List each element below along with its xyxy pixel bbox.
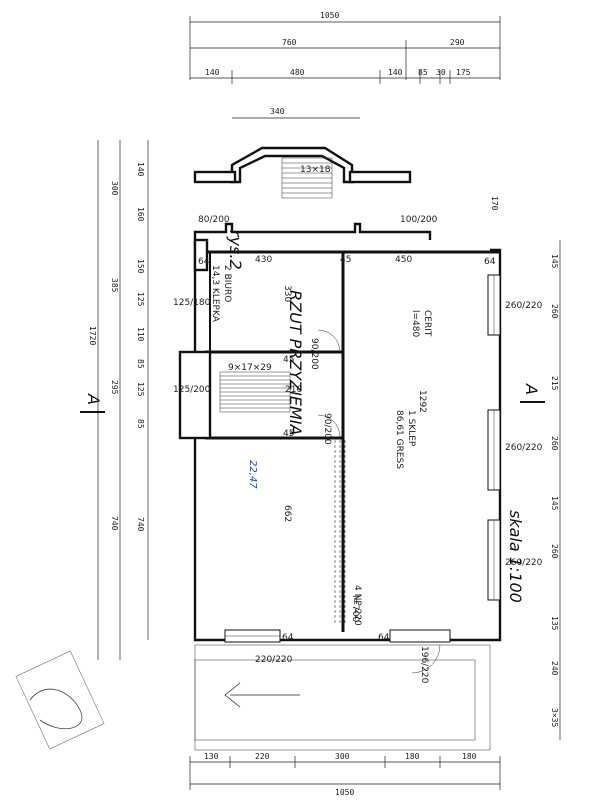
dim-r-3x35: 3×35: [550, 708, 559, 727]
dim-r-260a: 260: [550, 304, 559, 319]
dim-top-480: 480: [290, 68, 305, 77]
dim-li-140: 140: [136, 162, 145, 177]
dim-330: 330: [282, 285, 292, 302]
room-labels: 430 450 2 BIURO 14,3 KLEPKA 1 SKLEP 86,6…: [210, 255, 432, 522]
dim-210: 210: [285, 385, 302, 395]
bottom-dimensions: 130 220 300 180 180 1050: [189, 752, 501, 797]
dim-b-180b: 180: [462, 752, 477, 761]
section-mark-right: A: [522, 383, 541, 395]
dim-top-140a: 140: [205, 68, 220, 77]
dim-top-290: 290: [450, 38, 465, 47]
stair-label: 9×17×29: [228, 363, 272, 373]
window-tag-3: 260/220: [505, 558, 543, 568]
dim-left-1720: 1720: [88, 326, 97, 345]
dim-r-145a: 145: [550, 254, 559, 269]
stairs: 9×17×29 13×18: [219, 157, 333, 413]
room2-label: 2 BIURO: [222, 265, 232, 302]
title-scale: skala 1:100: [506, 510, 525, 603]
wall-64-d: 64: [378, 633, 390, 643]
door-tag-4np: 4 NP 220: [352, 585, 362, 626]
dim-430: 430: [255, 255, 272, 265]
building-walls: [178, 146, 502, 642]
wall-45-a: 45: [283, 355, 294, 365]
top-dimensions: 1050 760 290 140 480 140 85 30 175 340: [189, 11, 501, 119]
dim-top-30: 30: [436, 68, 446, 77]
dim-left-740: 740: [110, 516, 119, 531]
dim-li-150: 150: [136, 259, 145, 274]
room2-area: 14,3 KLEPKA: [210, 265, 220, 323]
door-tag-220-220: 220/220: [255, 655, 293, 665]
dim-r-135: 135: [550, 616, 559, 631]
approval-stamp: [15, 650, 105, 750]
dim-li-125: 125: [136, 292, 145, 307]
dim-left-300: 300: [110, 181, 119, 196]
window-tag-1: 260/220: [505, 301, 543, 311]
door-tag-90-200-a: 90/200: [309, 338, 319, 370]
cerit-value: l=480: [410, 310, 420, 337]
dim-b-180a: 180: [405, 752, 420, 761]
dim-li-160: 160: [136, 207, 145, 222]
exterior-terrace: [194, 644, 491, 751]
dim-top-175: 175: [456, 68, 471, 77]
door-tag-196-220: 196/220: [419, 646, 429, 684]
window-tag-2: 260/220: [505, 443, 543, 453]
door-tag-90-200-b: 90/200: [322, 413, 332, 445]
dim-li-740: 740: [136, 517, 145, 532]
dim-r-240: 240: [550, 661, 559, 676]
dim-b-total: 1050: [335, 788, 354, 797]
dim-1292: 1292: [417, 390, 427, 413]
dim-450: 450: [395, 255, 412, 265]
wall-45-b: 45: [283, 429, 294, 439]
room1-area: 86,61 GRESS: [394, 410, 404, 469]
dim-b-220: 220: [255, 752, 270, 761]
dim-li-110: 110: [136, 327, 145, 342]
dim-r-145b: 145: [550, 496, 559, 511]
left-dimensions: 1720 300 385 295 740 140 160 150 125 110…: [88, 140, 149, 660]
dim-top-140b: 140: [388, 68, 403, 77]
section-mark-left: A: [84, 393, 103, 405]
dim-li-125b: 125: [136, 382, 145, 397]
title-main: RZUT PRZYZIEMIA: [286, 290, 305, 435]
door-swings: [317, 329, 441, 674]
dim-left-385: 385: [110, 278, 119, 293]
section-marks: A A: [80, 383, 545, 413]
door-tag-100-200: 100/200: [400, 215, 438, 225]
dim-li-85a: 85: [136, 359, 145, 369]
right-dimensions: 145 260 215 260 145 260 135 240 3×35 170: [490, 196, 561, 740]
dim-b-300: 300: [335, 752, 350, 761]
handwritten-area: 22,47: [247, 460, 258, 489]
drawing-title: rys.2 RZUT PRZYZIEMIA skala 1:100: [226, 230, 525, 603]
stair-label-top: 13×18: [300, 165, 331, 175]
dim-top-total: 1050: [320, 11, 339, 20]
dim-662: 662: [282, 505, 292, 522]
ramp-hatch: [334, 440, 346, 625]
cerit-label: CERIT: [422, 310, 432, 337]
dim-b-130: 130: [204, 752, 219, 761]
dim-r-260b: 260: [550, 436, 559, 451]
wall-64-c: 64: [282, 633, 294, 643]
dim-r-215: 215: [550, 376, 559, 391]
door-tag-80-200: 80/200: [198, 215, 230, 225]
dim-340: 340: [270, 107, 285, 116]
dim-left-295: 295: [110, 380, 119, 395]
wall-64-b: 64: [484, 257, 496, 267]
dim-r-260c: 260: [550, 544, 559, 559]
door-tag-125-180: 125/180: [173, 298, 211, 308]
dim-li-85b: 85: [136, 419, 145, 429]
dim-top-85: 85: [418, 68, 428, 77]
title-rys: rys.2: [226, 230, 245, 270]
wall-45-c: 45: [340, 255, 351, 265]
opening-tags: 80/200 100/200 125/180 90/200 125/200 90…: [173, 215, 543, 684]
wall-64-a: 64: [198, 257, 210, 267]
room1-label: 1 SKLEP: [406, 410, 416, 447]
dim-r-170: 170: [490, 196, 499, 211]
right-windows: [487, 274, 501, 601]
ramp-length: l=700: [350, 595, 360, 622]
bottom-openings: [224, 629, 451, 643]
door-tag-125-200: 125/200: [173, 385, 211, 395]
dim-top-760: 760: [282, 38, 297, 47]
